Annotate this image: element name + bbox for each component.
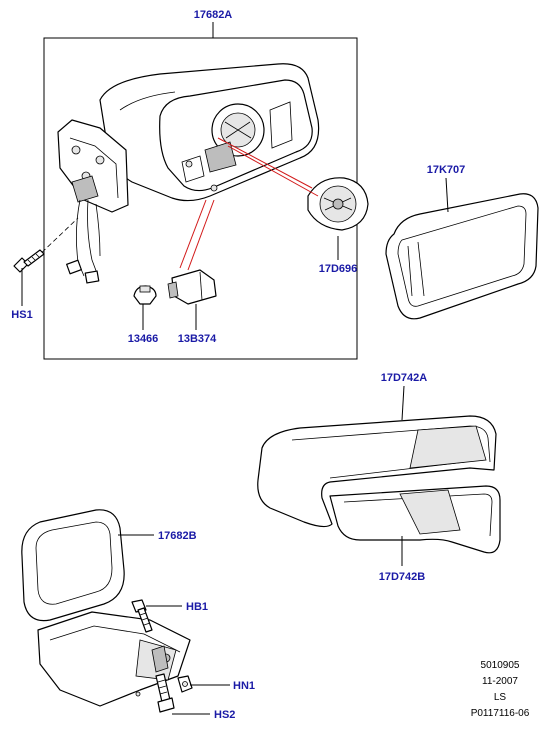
screw-hs1 — [13, 249, 45, 273]
meta-line-3: LS — [494, 692, 507, 703]
meta-line-4: P0117116-06 — [471, 708, 530, 719]
meta-line-2: 11-2007 — [482, 676, 518, 687]
bolt-hb1 — [131, 599, 153, 633]
callout-13466: 13466 — [128, 333, 159, 345]
callout-17k707: 17K707 — [427, 164, 466, 176]
leader-red-4 — [187, 199, 215, 271]
mirror-glass-17k707 — [385, 193, 539, 320]
leader-red-1 — [217, 137, 313, 189]
actuator-17d696 — [307, 177, 369, 231]
cap-inner-17d742b — [329, 485, 501, 554]
callout-17d696: 17D696 — [319, 263, 358, 275]
callout-hb1: HB1 — [186, 601, 208, 613]
callout-17d742a: 17D742A — [381, 372, 428, 384]
cap-17d742a — [257, 415, 497, 528]
leader-red-3 — [179, 199, 207, 269]
leader-17k707 — [445, 177, 449, 213]
mirror-housing — [99, 63, 320, 202]
callout-hs2: HS2 — [214, 709, 235, 721]
lamp-holder-13b374 — [167, 269, 217, 305]
callout-17682a: 17682A — [194, 9, 233, 21]
leader-17d742a — [401, 385, 405, 421]
nut-hn1 — [177, 675, 193, 693]
callout-17d742b: 17D742B — [379, 571, 426, 583]
bulb-13466 — [133, 285, 157, 305]
harness-bracket — [35, 119, 129, 284]
meta-line-1: 5010905 — [481, 660, 520, 671]
base-17682b — [21, 509, 191, 707]
screw-hs2 — [155, 673, 175, 713]
callout-hs1: HS1 — [11, 309, 32, 321]
callout-hn1: HN1 — [233, 680, 255, 692]
callout-13b374: 13B374 — [178, 333, 217, 345]
callout-17682b: 17682B — [158, 530, 197, 542]
leader-red-2 — [227, 145, 319, 197]
